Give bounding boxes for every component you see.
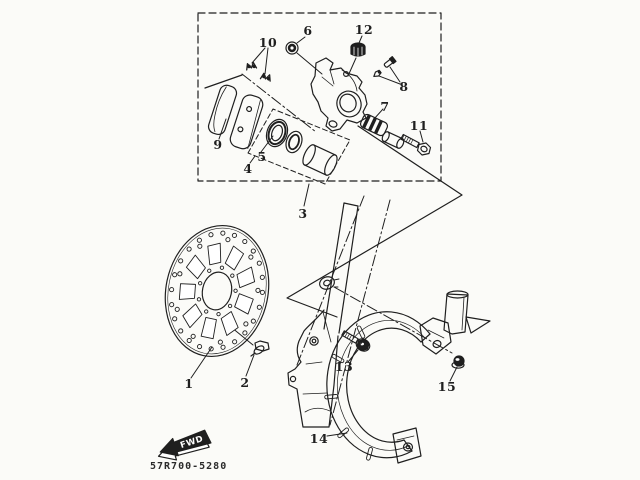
brake-pads <box>207 84 264 150</box>
brake-caliper <box>310 57 368 132</box>
caliper-assembly-box <box>197 12 442 182</box>
assembly-pointer-lines <box>204 74 463 318</box>
part-label-12[interactable]: 12 <box>354 21 374 37</box>
cover-nut <box>451 355 465 369</box>
part-label-11[interactable]: 11 <box>409 117 429 133</box>
piston-boot <box>359 113 405 149</box>
part-label-8[interactable]: 8 <box>399 78 409 94</box>
part-label-13[interactable]: 13 <box>334 358 354 374</box>
seal-kit-box <box>247 108 351 185</box>
part-label-3[interactable]: 3 <box>298 205 308 221</box>
fwd-marker: FWD <box>157 429 212 461</box>
disc-cover <box>324 290 491 464</box>
part-label-10[interactable]: 10 <box>258 34 278 50</box>
fork-bolt <box>341 330 371 352</box>
part-label-9[interactable]: 9 <box>213 136 223 152</box>
part-label-14[interactable]: 14 <box>309 430 329 446</box>
fork-leg <box>287 202 359 428</box>
caliper-cap <box>285 41 299 55</box>
part-label-6[interactable]: 6 <box>303 22 313 38</box>
caliper-piston <box>302 144 338 176</box>
part-label-7[interactable]: 7 <box>380 98 390 114</box>
part-label-5[interactable]: 5 <box>257 148 267 164</box>
brake-disc <box>164 224 270 358</box>
piston-seals <box>265 118 303 154</box>
pad-clips <box>246 61 271 82</box>
drawing-code: 57R700-5280 <box>150 461 228 472</box>
caliper-boot-cap <box>350 42 366 57</box>
leader-lines <box>190 35 458 437</box>
part-label-2[interactable]: 2 <box>240 374 250 390</box>
bleed-screws <box>373 56 397 78</box>
part-label-1[interactable]: 1 <box>184 375 194 391</box>
centerlines <box>241 73 453 426</box>
caliper-bolt <box>400 133 432 156</box>
part-label-4[interactable]: 4 <box>243 160 253 176</box>
disc-bolt <box>250 340 270 357</box>
part-label-15[interactable]: 15 <box>437 378 457 394</box>
